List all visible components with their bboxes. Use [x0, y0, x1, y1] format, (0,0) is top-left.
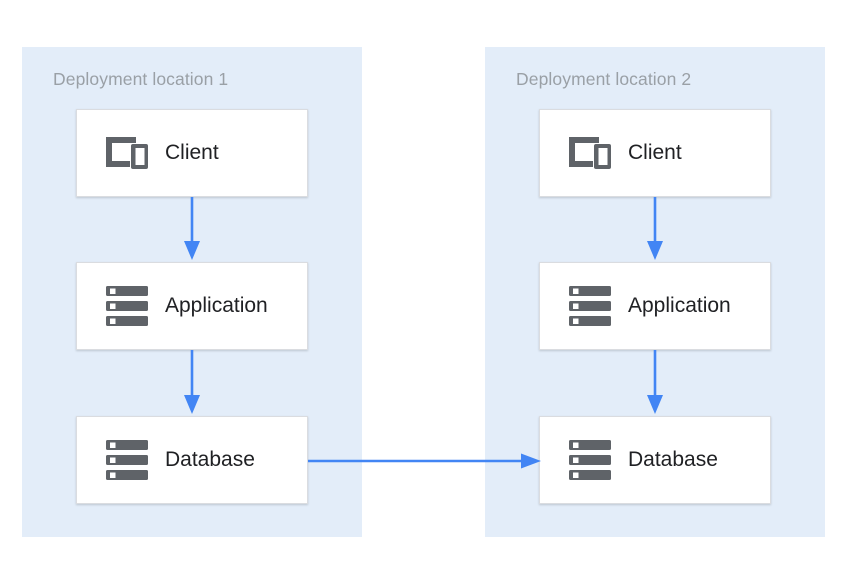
arrow-client-to-application-1	[181, 197, 203, 262]
node-client-1-label: Client	[165, 141, 219, 164]
node-database-1-label: Database	[165, 448, 255, 471]
node-client-2[interactable]: Client	[539, 109, 771, 197]
arrow-client-to-application-2	[644, 197, 666, 262]
arrow-application-to-database-2	[644, 350, 666, 416]
node-database-1[interactable]: Database	[76, 416, 308, 504]
arrow-application-to-database-1	[181, 350, 203, 416]
devices-icon	[564, 131, 616, 175]
node-database-2[interactable]: Database	[539, 416, 771, 504]
server-icon	[564, 284, 616, 328]
database-server-icon	[101, 438, 153, 482]
node-database-2-label: Database	[628, 448, 718, 471]
node-application-2-label: Application	[628, 294, 731, 317]
node-application-1[interactable]: Application	[76, 262, 308, 350]
deployment-location-2-title: Deployment location 2	[516, 69, 692, 89]
node-client-1[interactable]: Client	[76, 109, 308, 197]
devices-icon	[101, 131, 153, 175]
node-client-2-label: Client	[628, 141, 682, 164]
server-icon	[101, 284, 153, 328]
arrow-database-replication	[308, 452, 543, 470]
deployment-location-1-panel: Deployment location 1 Client	[22, 47, 362, 537]
deployment-location-1-title: Deployment location 1	[53, 69, 229, 89]
database-server-icon	[564, 438, 616, 482]
node-application-1-label: Application	[165, 294, 268, 317]
deployment-location-2-panel: Deployment location 2 Client	[485, 47, 825, 537]
node-application-2[interactable]: Application	[539, 262, 771, 350]
